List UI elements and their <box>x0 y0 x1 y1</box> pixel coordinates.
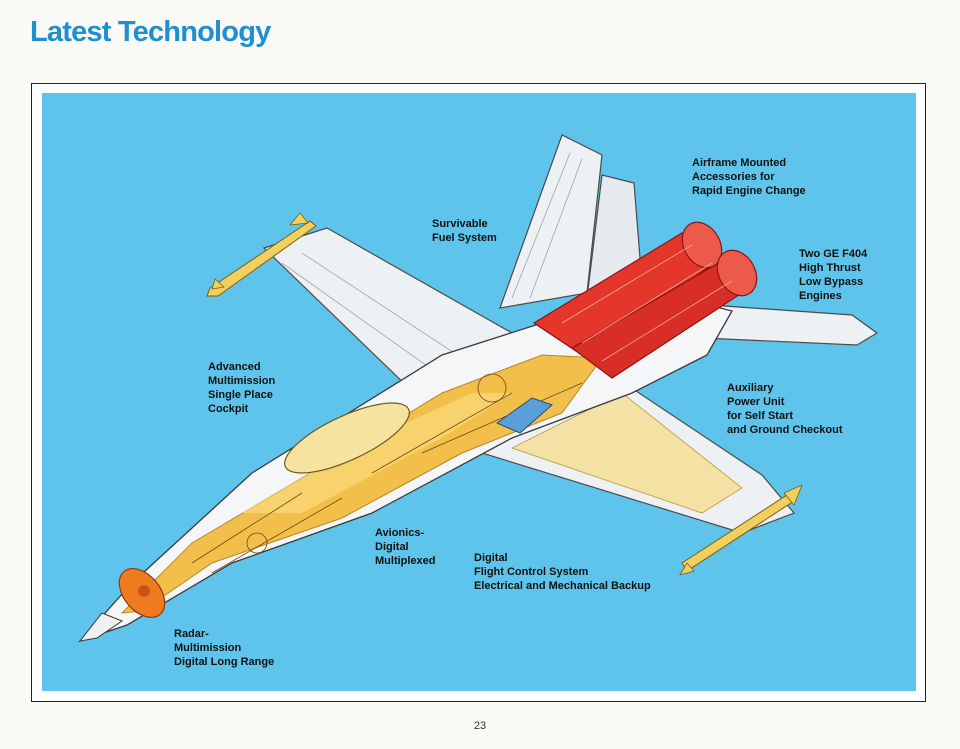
illustration-panel: Airframe Mounted Accessories for Rapid E… <box>42 93 916 691</box>
callout-engines: Two GE F404 High Thrust Low Bypass Engin… <box>799 248 868 302</box>
aircraft-cutaway-illustration <box>77 134 879 643</box>
nose-cone <box>78 612 124 642</box>
cockpit-canopy <box>284 402 410 474</box>
callout-cockpit: Advanced Multimission Single Place Cockp… <box>208 361 276 415</box>
callout-fuel-system: Survivable Fuel System <box>432 218 497 244</box>
callout-airframe-accessories: Airframe Mounted Accessories for Rapid E… <box>692 157 806 197</box>
callout-avionics: Avionics- Digital Multiplexed <box>375 527 436 567</box>
callout-radar: Radar- Multimission Digital Long Range <box>174 628 275 668</box>
vertical-tail-left <box>499 134 603 309</box>
engines <box>532 221 758 379</box>
callout-flight-control: Digital Flight Control System Electrical… <box>474 552 651 592</box>
page-title: Latest Technology <box>30 16 271 48</box>
left-wingtip-missile <box>206 212 317 297</box>
apu-unit <box>495 397 553 434</box>
page-number: 23 <box>473 720 487 732</box>
right-wingtip-missile <box>679 484 803 576</box>
callout-apu: Auxiliary Power Unit for Self Start and … <box>727 382 843 436</box>
